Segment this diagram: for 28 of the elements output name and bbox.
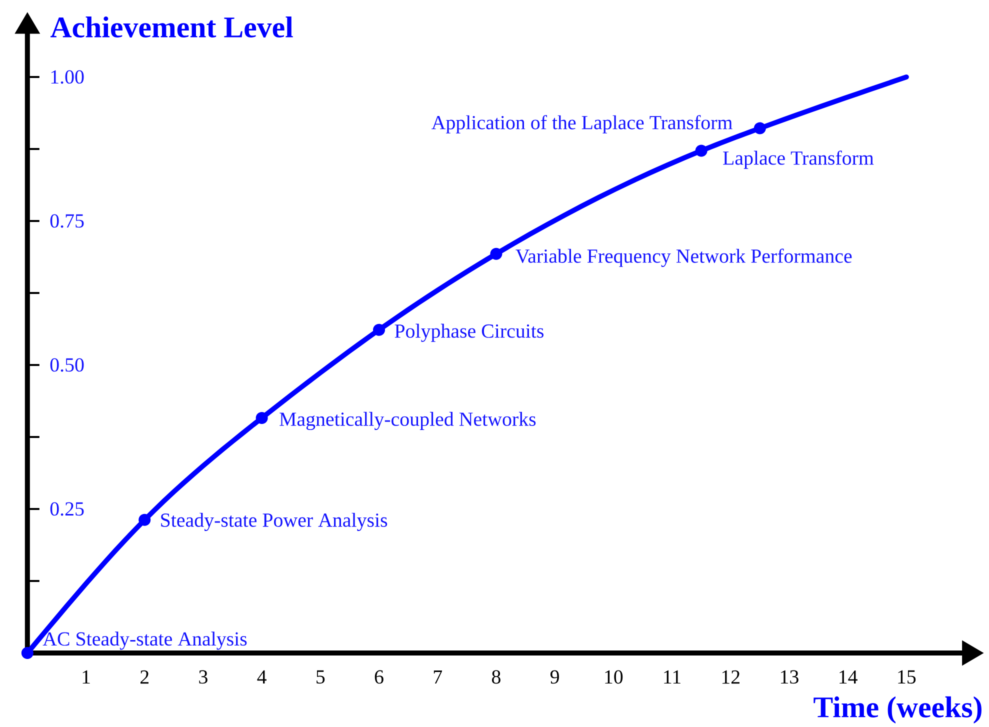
tick-label: 10 — [605, 670, 623, 684]
tick-label: 9 — [550, 670, 559, 684]
tick-label: 1 — [82, 670, 90, 684]
axis-title: Time (weeks) — [814, 696, 982, 724]
tick-label: 0.25 — [50, 502, 84, 516]
tick-label: 4 — [257, 670, 266, 684]
tick-label: 0.75 — [50, 214, 84, 228]
tick-label: 5 — [316, 670, 325, 684]
point-label: Application of the Laplace Transform — [432, 115, 732, 134]
tick-label: 11 — [664, 670, 680, 684]
point-label: Magnetically-coupled Networks — [280, 412, 536, 430]
tick-label: 1.00 — [51, 70, 84, 84]
tick-label: 15 — [898, 670, 916, 684]
tick-label: 14 — [840, 670, 858, 684]
point-label: Polyphase Circuits — [394, 324, 544, 342]
point-label: Variable Frequency Network Performance — [516, 248, 852, 267]
tick-label: 0.50 — [50, 358, 84, 372]
point-label: AC Steady-state Analysis — [42, 632, 247, 650]
tick-label: 2 — [140, 670, 148, 684]
tick-label: 8 — [492, 670, 500, 684]
point-label: Steady-state Power Analysis — [161, 512, 388, 531]
tick-label: 6 — [374, 670, 384, 684]
axis-title: Achievement Level — [50, 16, 293, 38]
tick-label: 3 — [199, 670, 208, 684]
tick-label: 13 — [781, 670, 798, 684]
tick-label: 12 — [722, 670, 740, 684]
point-label: Laplace Transform — [723, 150, 874, 169]
tick-label: 7 — [434, 670, 442, 684]
